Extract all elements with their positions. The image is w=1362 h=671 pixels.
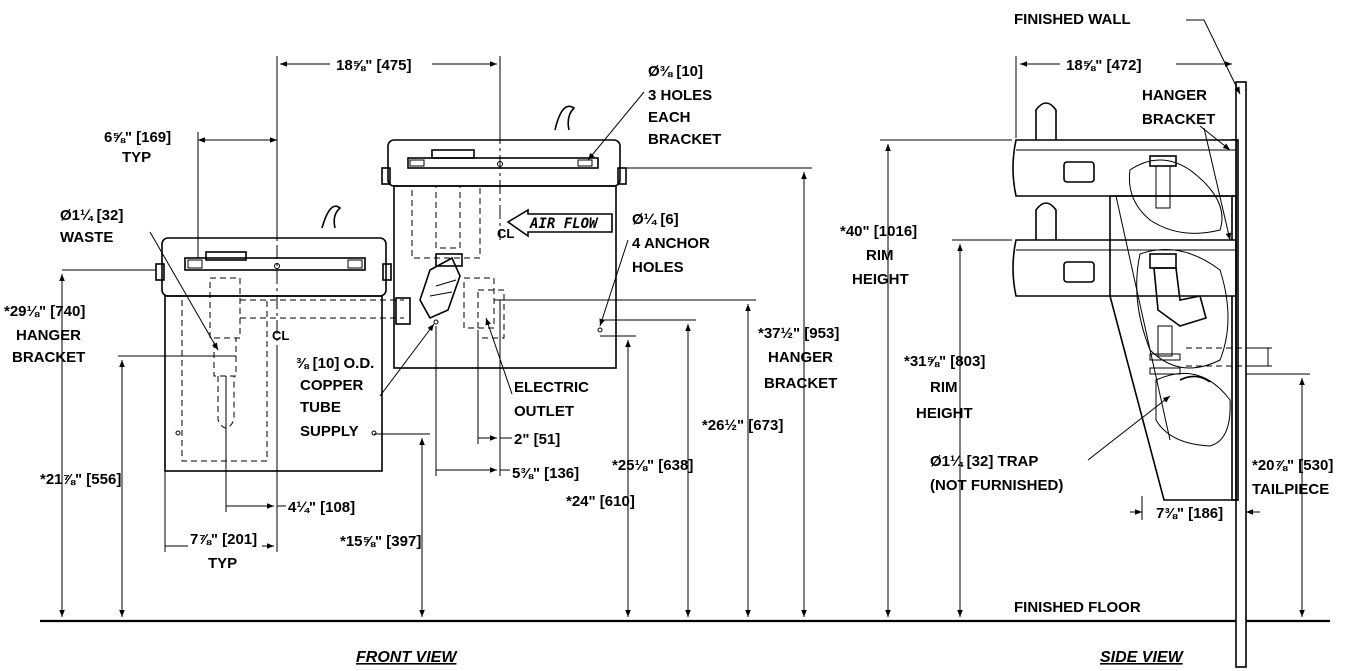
electric-l2: OUTLET [514,403,574,420]
side-dim-rim-high: *40" [1016] RIM HEIGHT [840,139,1012,617]
dim-5-3-8-label: 5⅜" [136] [512,465,579,482]
hanger-high-value: *37½" [953] [758,325,839,342]
hanger-low-l2: BRACKET [12,349,85,366]
dim-5-3-8: 5⅜" [136] [435,326,579,482]
rim-low-l2: HEIGHT [916,405,973,422]
dim-top-width: 18⅝" [475] [276,56,501,238]
side-dim-tailpiece: *20⅞" [530] TAILPIECE [1246,373,1333,617]
upper-unit: AIR FLOW [381,105,627,369]
copper-l3: TUBE [300,399,341,416]
hanger-low-value: *29⅛" [740] [4,303,85,320]
copper-l1: ⅜ [10] O.D. [296,355,374,372]
front-view-title: FRONT VIEW [356,649,458,666]
lower-unit [155,205,404,472]
dim-7-7-8-label: 7⅞" [201] [190,531,257,548]
dim-hanger-bracket-high: *37½" [953] HANGER BRACKET [626,167,839,617]
dim-15: *15⅝" [397] [340,433,430,617]
side-view-title: SIDE VIEW [1100,649,1185,666]
holes-count-label: 3 HOLES [648,87,712,104]
dim-15-label: *15⅝" [397] [340,533,421,550]
callout-bracket-holes: Ø⅜ [10] 3 HOLES EACH BRACKET [587,63,721,161]
dim-2-label: 2" [51] [514,431,560,448]
hole-size-label: Ø⅜ [10] [648,63,703,80]
callout-copper-supply: ⅜ [10] O.D. COPPER TUBE SUPPLY [296,323,435,440]
copper-l2: COPPER [300,377,364,394]
dim-4-1-4-label: 4¼" [108] [288,499,355,516]
dim-25: *25⅛" [638] [600,319,696,617]
top-width-label: 18⅝" [475] [336,57,412,74]
trap-l1: Ø1¼ [32] TRAP [930,453,1038,470]
side-housing [1109,155,1272,501]
bracket-offset-typ: TYP [122,149,151,166]
hanger-low-l1: HANGER [16,327,81,344]
waste-size-label: Ø1¼ [32] [60,207,123,224]
front-view: AIR FLOW CL CL 18⅝" [475] 6⅝" [169] TYP … [4,56,839,666]
centerline-symbol-upper: CL [497,226,514,241]
dim-4-1-4: 4¼" [108] [225,350,355,552]
copper-l4: SUPPLY [300,423,359,440]
finished-wall-label: FINISHED WALL [1014,11,1131,28]
dim-24-label: *24" [610] [566,493,635,510]
hanger-high-l2: BRACKET [764,375,837,392]
side-lower-unit [1012,202,1237,297]
electric-l1: ELECTRIC [514,379,589,396]
tailpiece-value: *20⅞" [530] [1252,457,1333,474]
side-dim-rim-low: *31⅝" [803] RIM HEIGHT [904,239,1012,617]
hanger-high-l1: HANGER [768,349,833,366]
waste-label: WASTE [60,229,113,246]
callout-electric-outlet: ELECTRIC OUTLET [485,317,589,420]
air-flow-label: AIR FLOW [529,216,599,232]
holes-each-label: EACH [648,109,691,126]
side-hanger-l1: HANGER [1142,87,1207,104]
side-dim-top-width: 18⅝" [472] [1015,56,1232,138]
anchor-size-label: Ø¼ [6] [632,211,679,228]
side-upper-unit [1012,102,1237,197]
trap-l2: (NOT FURNISHED) [930,477,1063,494]
side-dim-7-3-8: 7⅜" [186] [1130,496,1260,522]
rim-high-value: *40" [1016] [840,223,917,240]
tailpiece-label: TAILPIECE [1252,481,1329,498]
dim-7-7-8-typ: TYP [208,555,237,572]
bracket-offset-label: 6⅝" [169] [104,129,171,146]
rim-high-l1: RIM [866,247,894,264]
side-hanger-l2: BRACKET [1142,111,1215,128]
dim-26: *26½" [673] [494,299,783,617]
side-top-width-label: 18⅝" [472] [1066,57,1142,74]
anchor-holes-label: HOLES [632,259,684,276]
dim-21-label: *21⅞" [556] [40,471,121,488]
dim-24: *24" [610] [566,335,636,617]
dim-7-7-8: 7⅞" [201] TYP [164,471,274,572]
holes-bracket-label: BRACKET [648,131,721,148]
rim-low-l1: RIM [930,379,958,396]
dim-hanger-bracket-low: *29⅛" [740] HANGER BRACKET [4,269,156,617]
dim-26-label: *26½" [673] [702,417,783,434]
dim-25-label: *25⅛" [638] [612,457,693,474]
side-dim-7-3-8-label: 7⅜" [186] [1156,505,1223,522]
air-flow-arrow [506,208,613,238]
callout-anchor-holes: Ø¼ [6] 4 ANCHOR HOLES [599,211,710,327]
rim-high-l2: HEIGHT [852,271,909,288]
side-view: FINISHED WALL 18⅝" [472] HANGER BRACKET … [840,11,1333,668]
side-callout-trap: Ø1¼ [32] TRAP (NOT FURNISHED) [930,395,1171,494]
dim-2: 2" [51] [477,300,560,448]
finished-floor-label: FINISHED FLOOR [1014,599,1141,616]
centerline-symbol-lower: CL [272,328,289,343]
anchor-count-label: 4 ANCHOR [632,235,710,252]
dim-bracket-offset: 6⅝" [169] TYP [104,129,277,258]
callout-waste: Ø1¼ [32] WASTE [60,207,219,351]
rim-low-value: *31⅝" [803] [904,353,985,370]
dim-21: *21⅞" [556] [40,355,236,617]
